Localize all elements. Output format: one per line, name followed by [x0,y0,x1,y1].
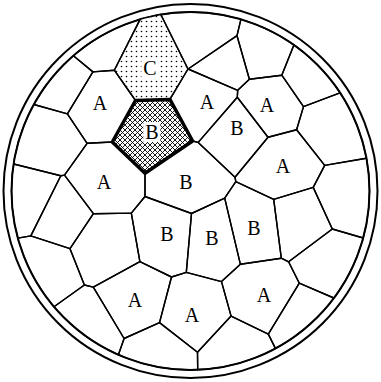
cell-outline [225,182,282,265]
cell-outline [54,285,124,355]
cell-outline [70,213,140,287]
cell-outline [112,99,192,173]
cell-label: A [260,95,274,115]
cell-outline [160,272,232,352]
cell-label: B [205,228,218,248]
cell-outline [274,187,333,261]
cell-label: B [179,172,192,192]
cell-outline [237,75,303,137]
cell-outline [282,45,340,107]
cell-label: B [160,224,173,244]
cell-label: B [230,118,243,138]
cell-outline [313,158,369,238]
cell-label: A [128,290,142,310]
cell-label: A [97,172,111,192]
cell-label: B [247,218,260,238]
cell-label: C [141,58,158,78]
cell-label: A [93,93,107,113]
cell-outline [186,198,240,282]
outer-ring [4,4,378,378]
cell-outline [289,229,364,298]
cell-outline [198,316,276,370]
cell-outline [73,19,140,72]
cell-outline [131,197,191,278]
cell-outline [237,19,294,79]
cell-outline [188,36,249,91]
cell-outline [118,323,197,370]
cell-label: A [185,305,199,325]
cell-outline [31,175,94,249]
cell-outline [14,105,87,176]
cell-outline [93,262,171,339]
cell-outline [222,258,300,334]
cell-label: A [200,92,214,112]
cell-outline [18,236,85,307]
cell-label: A [276,156,290,176]
cell-outline [268,283,334,348]
inner-ring [12,12,370,370]
cell-outline [297,93,367,166]
cell-outline [235,130,325,200]
cell-label: A [257,285,271,305]
cell-label: B [143,122,160,142]
cell-outline [12,164,61,238]
